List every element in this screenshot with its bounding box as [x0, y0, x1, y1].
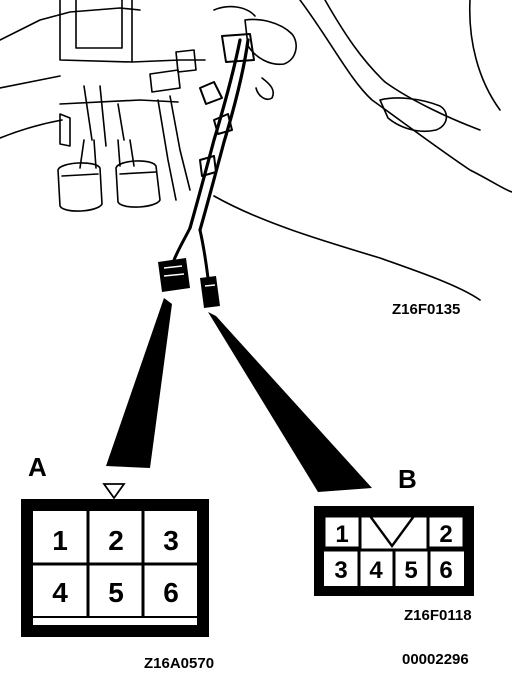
leader-wedge-a	[106, 298, 172, 468]
connector-a-pin-2: 2	[108, 525, 124, 556]
connector-a-pin-1: 1	[52, 525, 68, 556]
connector-b-pin-3: 3	[334, 557, 347, 584]
connector-a-pin-6: 6	[163, 577, 179, 608]
document-number: 00002296	[402, 651, 469, 668]
connector-a-label: A	[28, 452, 47, 482]
vehicle-illustration	[0, 0, 512, 301]
connector-b-label: B	[398, 464, 417, 494]
connector-b-pin-1: 1	[335, 521, 348, 548]
connector-a-pin-3: 3	[163, 525, 179, 556]
connector-a-pin-5: 5	[108, 577, 124, 608]
harness-plugs	[158, 258, 220, 308]
connector-b-pin-2: 2	[439, 521, 452, 548]
leader-wedge-b	[208, 312, 372, 492]
connector-b-pin-6: 6	[439, 557, 452, 584]
figure-ref-connector-b: Z16F0118	[404, 607, 472, 624]
figure-ref-connector-a: Z16A0570	[144, 655, 214, 672]
plug-b-body	[200, 276, 220, 308]
connector-b-pin-4: 4	[369, 557, 383, 584]
connector-b: B 1 2 3 4 5 6	[314, 464, 474, 596]
connector-b-pin-5: 5	[404, 557, 417, 584]
connector-a: A 1 2 3 4 5 6	[21, 452, 209, 637]
figure-ref-top: Z16F0135	[392, 301, 460, 318]
connector-a-pin-4: 4	[52, 577, 68, 608]
connector-a-key-triangle	[102, 483, 126, 500]
connector-b-key-notch	[369, 515, 415, 549]
